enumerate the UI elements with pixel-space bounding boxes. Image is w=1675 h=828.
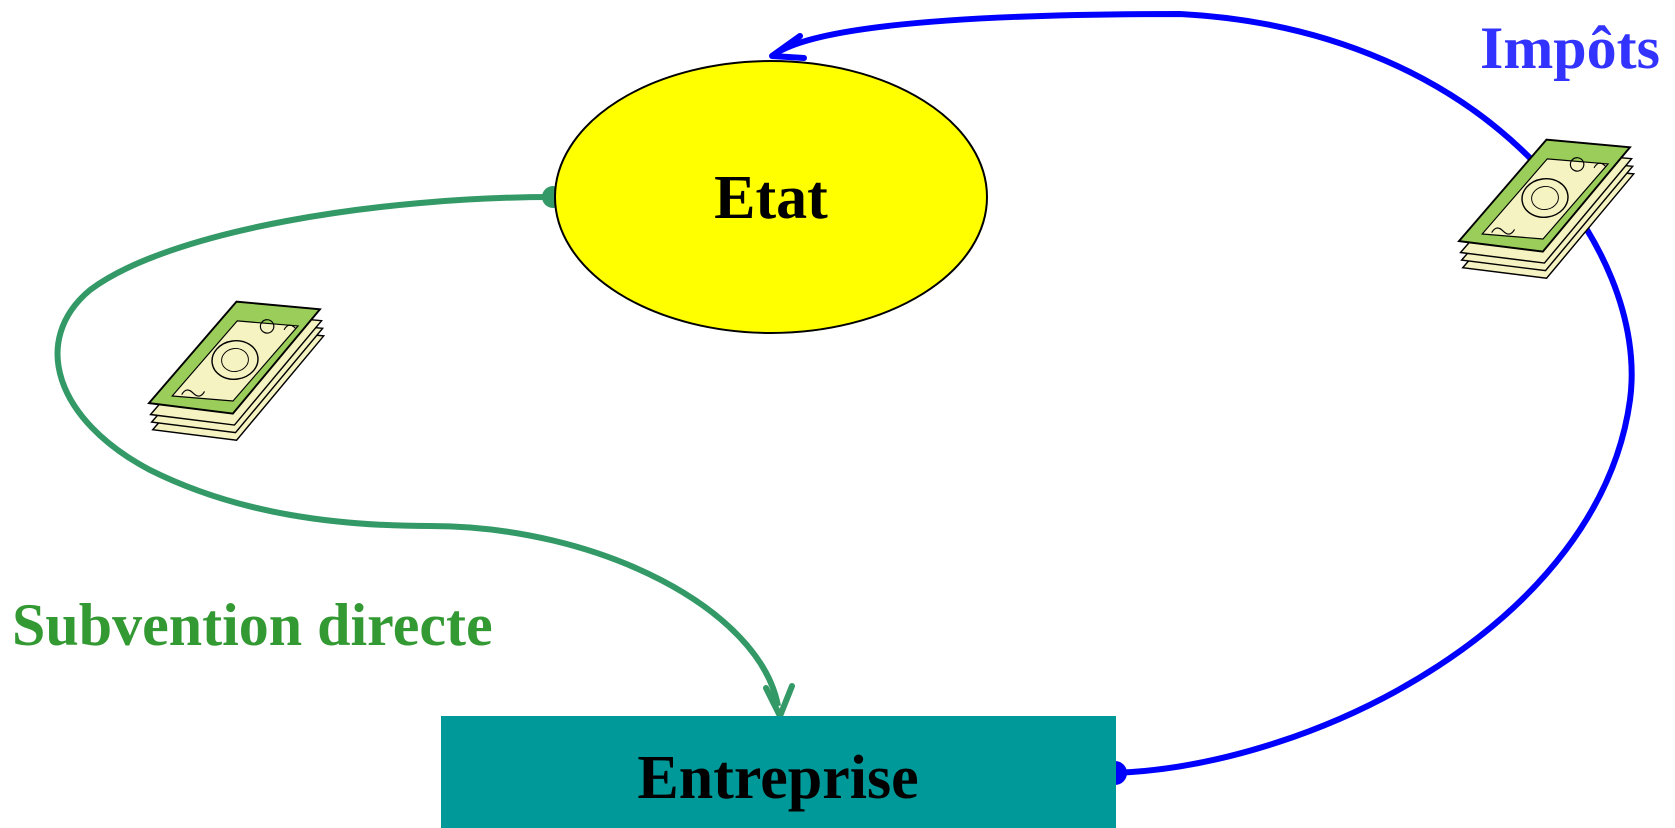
state-node — [554, 60, 988, 334]
money-stack-icon — [1445, 127, 1648, 291]
money-stack-icon — [135, 289, 338, 453]
company-label: Entreprise — [637, 744, 918, 812]
state-label: Etat — [714, 164, 828, 232]
subsidy-label: Subvention directe — [12, 592, 493, 658]
taxes-flow-arrowhead — [769, 33, 807, 61]
company-node — [441, 716, 1116, 828]
subsidy-flow-line — [54, 194, 781, 707]
taxes-label: Impôts — [1480, 15, 1660, 81]
